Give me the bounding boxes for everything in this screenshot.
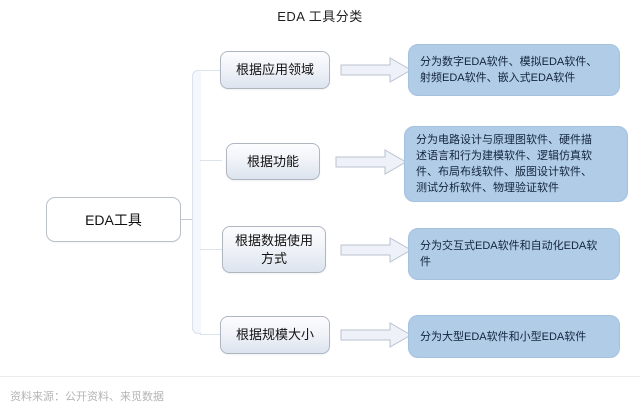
right-arrow-icon (335, 148, 407, 176)
description-line: 件 (420, 256, 431, 268)
connector-arm-1 (200, 70, 222, 71)
branch-node-scale-size[interactable]: 根据规模大小 (220, 316, 330, 354)
description-line: 件、布局布线软件、版图设计软件、 (416, 166, 592, 178)
description-line: 测试分析软件、物理验证软件 (416, 182, 559, 194)
description-line: 射频EDA软件、嵌入式EDA软件 (420, 72, 576, 84)
description-box-data-usage-mode: 分为交互式EDA软件和自动化EDA软 件 (408, 228, 620, 280)
branch-node-label: 根据数据使用 方式 (234, 232, 313, 266)
description-line: 分为大型EDA软件和小型EDA软件 (420, 330, 587, 343)
right-arrow-icon (340, 236, 412, 264)
root-node-eda-tools: EDA工具 (46, 197, 181, 242)
connector-root-stub (181, 219, 195, 220)
source-note: 资料来源：公开资料、来觅数据 (10, 391, 164, 403)
branch-node-label: 根据应用领域 (235, 62, 314, 77)
page-title: EDA 工具分类 (277, 9, 363, 24)
description-line: 分为数字EDA软件、模拟EDA软件、 (420, 56, 598, 68)
description-box-function: 分为电路设计与原理图软件、硬件描 述语言和行为建模软件、逻辑仿真软 件、布局布线… (404, 126, 628, 202)
connector-spine (192, 70, 201, 334)
branch-node-label: 根据规模大小 (235, 327, 314, 342)
description-box-scale-size: 分为大型EDA软件和小型EDA软件 (408, 315, 620, 358)
footer-divider (0, 376, 640, 377)
branch-node-data-usage-mode[interactable]: 根据数据使用 方式 (222, 226, 326, 273)
branch-node-function[interactable]: 根据功能 (226, 143, 320, 180)
description-line: 分为电路设计与原理图软件、硬件描 (416, 134, 592, 146)
description-line: 分为交互式EDA软件和自动化EDA软 (420, 240, 598, 252)
connector-arm-3 (200, 249, 222, 250)
branch-node-application-domain[interactable]: 根据应用领域 (220, 51, 330, 89)
right-arrow-icon (340, 56, 412, 84)
connector-arm-4 (200, 334, 222, 335)
branch-node-label: 根据功能 (246, 153, 299, 169)
description-box-application-domain: 分为数字EDA软件、模拟EDA软件、 射频EDA软件、嵌入式EDA软件 (408, 44, 620, 96)
right-arrow-icon (340, 321, 412, 349)
connector-arm-2 (200, 160, 222, 161)
description-line: 述语言和行为建模软件、逻辑仿真软 (416, 150, 592, 162)
root-node-label: EDA工具 (85, 211, 142, 228)
